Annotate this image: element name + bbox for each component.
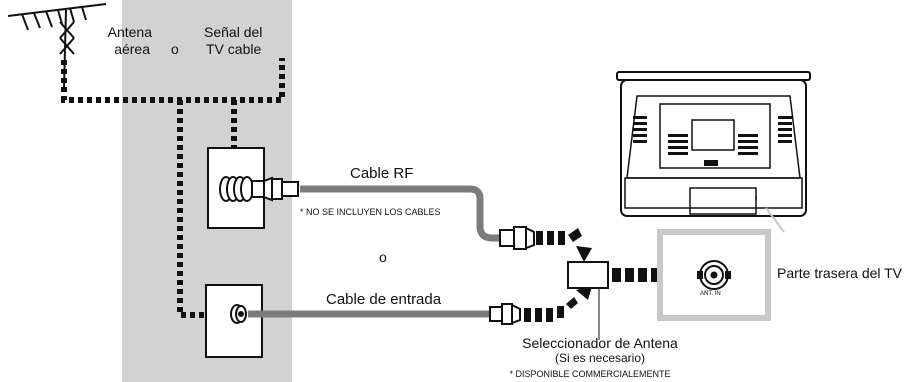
tv-cable-label-line1: Señal del	[204, 24, 263, 40]
connectors	[263, 176, 535, 325]
antenna-label-line1: Antena	[107, 24, 152, 40]
rf-cable	[300, 185, 510, 242]
dotted-cables	[61, 58, 285, 318]
ant-in-connector-icon	[697, 260, 731, 290]
antenna-label-line2: aérea	[114, 41, 150, 57]
ant-in-label: ANT. IN	[700, 291, 721, 297]
input-connector-right	[511, 303, 521, 325]
tv-cable-label-line2: TV cable	[206, 41, 262, 57]
cables-not-included-note: * NO SE INCLUYEN LOS CABLES	[300, 207, 441, 217]
antenna-dotted-line	[61, 58, 285, 103]
antenna-icon	[7, 3, 107, 89]
upper-wall-plate	[207, 147, 265, 229]
arrow-to-selector-2	[576, 286, 592, 300]
or-label-middle: o	[379, 249, 387, 265]
wall-down-dotted-line	[177, 100, 210, 318]
tv-back-illustration	[616, 71, 811, 233]
cable-rf-label: Cable RF	[350, 165, 414, 182]
selector-note: (Si es necesario)	[554, 351, 646, 365]
arrow-to-selector-1	[576, 246, 592, 262]
or-label-top: o	[171, 41, 179, 57]
coax-connector-icon	[219, 176, 265, 202]
tv-back-label: Parte trasera del TV	[777, 265, 903, 281]
wall-jack-icon	[230, 304, 247, 324]
rf-connector-right	[525, 226, 535, 250]
input-cable-label: Cable de entrada	[326, 291, 442, 308]
rf-connector-left	[263, 176, 273, 202]
lower-wall-plate	[205, 284, 263, 358]
antenna-selector-box	[567, 261, 609, 289]
commercially-available-note: * DISPONIBLE COMMERCIALEMENTE	[509, 369, 671, 379]
selector-label: Seleccionador de Antena	[522, 335, 678, 351]
solid-cables	[248, 185, 510, 318]
